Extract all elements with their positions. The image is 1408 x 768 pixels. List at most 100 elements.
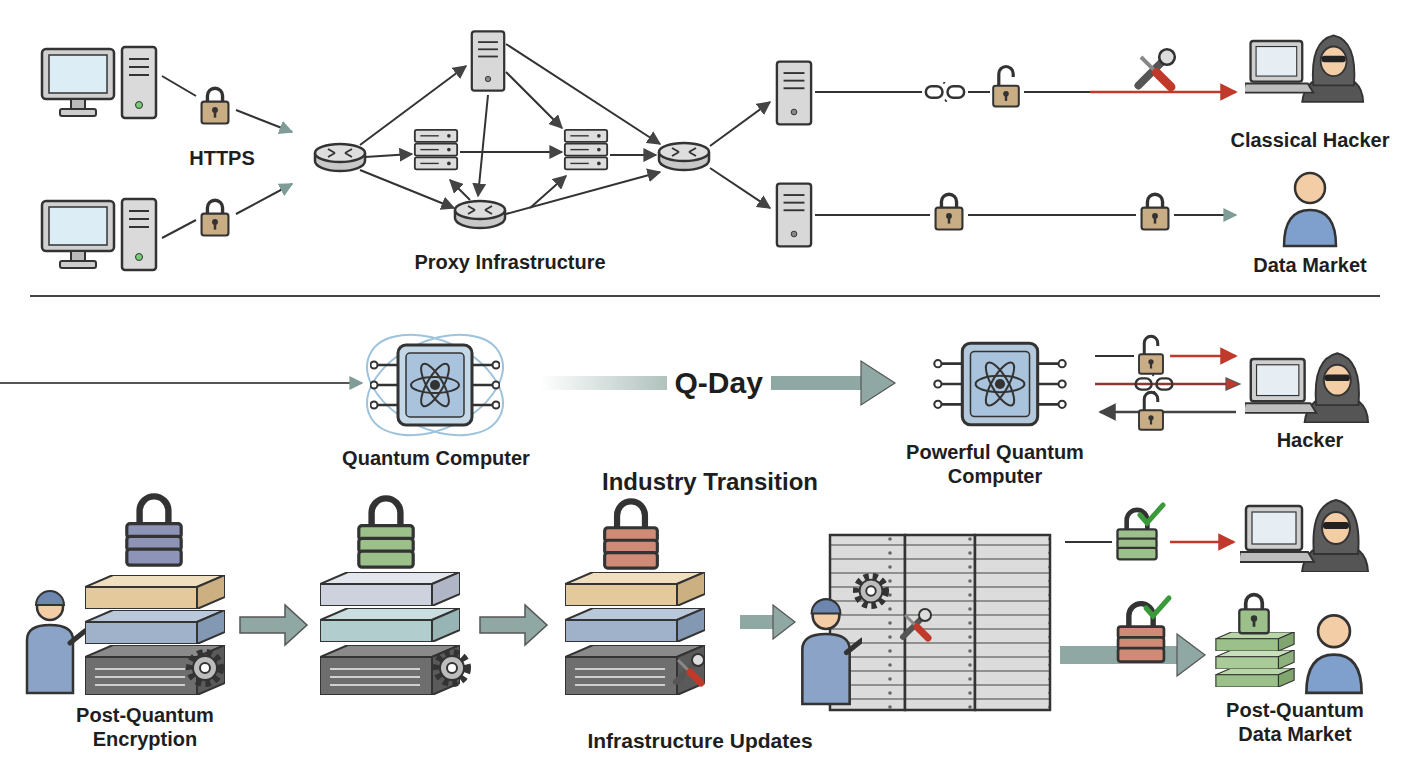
- broken-chain-icon: [1136, 374, 1173, 393]
- open-lock-icon: [993, 67, 1019, 107]
- connector-line: [1095, 383, 1226, 386]
- server-icon: [777, 184, 811, 247]
- layer-slab: [565, 608, 705, 642]
- divider: [30, 295, 1380, 297]
- node-label: Powerful Quantum Computer: [895, 440, 1095, 488]
- attack-arrow: [1090, 91, 1236, 94]
- layer-slab: [85, 575, 225, 609]
- attack-arrow: [1170, 355, 1236, 358]
- client-computer: [42, 47, 156, 118]
- layered-lock-icon: [127, 496, 181, 565]
- diagram-node: Hacker: [1240, 340, 1380, 455]
- quantum-swirl: [351, 315, 519, 456]
- connector-line: [740, 615, 773, 629]
- arrow-head: [1177, 634, 1205, 676]
- tools-icon: [676, 654, 704, 683]
- server-base: [85, 645, 225, 695]
- lock-icon: [202, 88, 229, 123]
- diagram-node: Quantum Computer: [330, 322, 542, 472]
- wire: [1024, 91, 1090, 93]
- client-computer: [42, 199, 156, 270]
- lock-icon: [936, 194, 963, 229]
- diagram-node: Classical Hacker: [1235, 20, 1385, 160]
- layer-slab: [1216, 650, 1294, 669]
- broken-chain-icon: [926, 82, 964, 102]
- diagram-node: Industry Transition: [560, 462, 740, 707]
- node-label: Data Market: [1230, 253, 1390, 277]
- connector: [740, 605, 795, 639]
- server-icon: [777, 62, 811, 125]
- tools-icon: [1138, 49, 1174, 87]
- gear-icon: [190, 653, 220, 683]
- node-label: Infrastructure Updates: [570, 728, 830, 753]
- layer-slab: [565, 572, 705, 606]
- connector: [1095, 378, 1240, 390]
- person-icon: [1284, 173, 1336, 246]
- wire: [1065, 541, 1112, 543]
- rack-server-icon: [415, 130, 457, 170]
- quantum-swirl: [351, 315, 519, 456]
- server-rack: [975, 535, 1050, 710]
- layer-slab: [320, 572, 460, 606]
- router-icon: [315, 144, 365, 171]
- wire: [815, 91, 922, 93]
- node-label: Industry Transition: [560, 468, 860, 497]
- server-base: [320, 645, 460, 695]
- check-mark: [1140, 505, 1163, 523]
- arrow: [1174, 214, 1236, 216]
- wire: [815, 214, 930, 216]
- free-label: Proxy Infrastructure: [380, 250, 640, 274]
- wire: [968, 91, 990, 93]
- layered-lock-icon: [605, 501, 658, 568]
- quantum-chip-icon: [934, 343, 1066, 424]
- quantum-chip-icon: [370, 345, 500, 425]
- router-icon: [455, 201, 505, 228]
- edge-label: Q-Day: [667, 365, 771, 401]
- classical-hacker-icon: [1243, 35, 1363, 101]
- open-lock-icon: [1139, 392, 1163, 430]
- return-arrow: [1100, 411, 1236, 414]
- server-base: [565, 645, 705, 695]
- open-lock-icon: [1139, 336, 1163, 374]
- node-label: Quantum Computer: [330, 446, 542, 470]
- arrow-head: [1226, 378, 1240, 390]
- connector: [542, 361, 895, 405]
- arrow: [236, 184, 292, 214]
- diagram-node: Post-Quantum Encryption: [15, 475, 255, 760]
- wire: [968, 214, 1136, 216]
- layered-lock-icon: [359, 498, 413, 567]
- network-arrows: [360, 44, 770, 214]
- wire: [162, 76, 196, 96]
- hacker-icon: [1243, 353, 1368, 422]
- arrow-head: [861, 361, 895, 405]
- node-label: Classical Hacker: [1215, 128, 1405, 152]
- router-icon: [659, 143, 709, 170]
- rack-server-icon: [565, 130, 607, 170]
- node-label: Post-Quantum Data Market: [1215, 698, 1375, 746]
- diagram-node: Post-Quantum Data Market: [1205, 598, 1390, 758]
- block-arrow: [240, 605, 307, 645]
- tools-icon: [903, 609, 931, 638]
- hacker-icon: [1238, 500, 1368, 572]
- node-label: Hacker: [1240, 428, 1380, 452]
- lock-icon: [202, 200, 229, 235]
- gear-icon: [437, 653, 467, 683]
- gear-icon: [857, 577, 886, 606]
- diagram-node: Data Market: [1260, 165, 1360, 280]
- lock-icon: [1239, 595, 1268, 634]
- diagram-node: Powerful Quantum Computer: [895, 330, 1095, 495]
- free-label: HTTPS: [172, 146, 272, 170]
- wire: [1095, 355, 1134, 357]
- technician-icon: [27, 591, 85, 693]
- wire: [162, 220, 196, 238]
- check-mark: [1146, 598, 1169, 616]
- layer-slab: [1216, 668, 1294, 687]
- technician-icon: [802, 599, 862, 704]
- arrow: [236, 110, 292, 132]
- server-icon: [472, 31, 504, 90]
- timeline-arrow: [0, 382, 362, 384]
- attack-arrow: [1170, 541, 1234, 544]
- person-icon: [1306, 615, 1361, 693]
- arrow-head: [773, 605, 795, 639]
